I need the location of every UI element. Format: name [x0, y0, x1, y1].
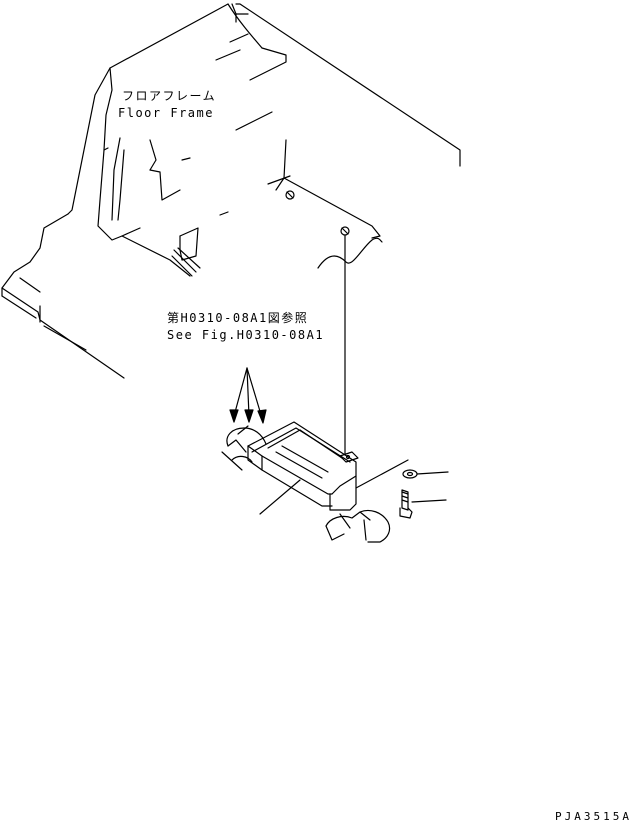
see-fig-reference-en: See Fig.H0310-08A1 [167, 328, 325, 342]
hardware-drawing [399, 469, 449, 519]
floor-frame-label-jp: フロアフレーム [122, 89, 217, 103]
floor-frame-label-en: Floor Frame [118, 106, 214, 120]
cable-tray-drawing [221, 421, 409, 543]
see-fig-reference-jp: 第H0310-08A1図参照 [167, 311, 309, 325]
drawing-code: PJA3515A [555, 810, 632, 823]
floor-frame-drawing [1, 3, 461, 379]
reference-arrows [229, 367, 267, 424]
